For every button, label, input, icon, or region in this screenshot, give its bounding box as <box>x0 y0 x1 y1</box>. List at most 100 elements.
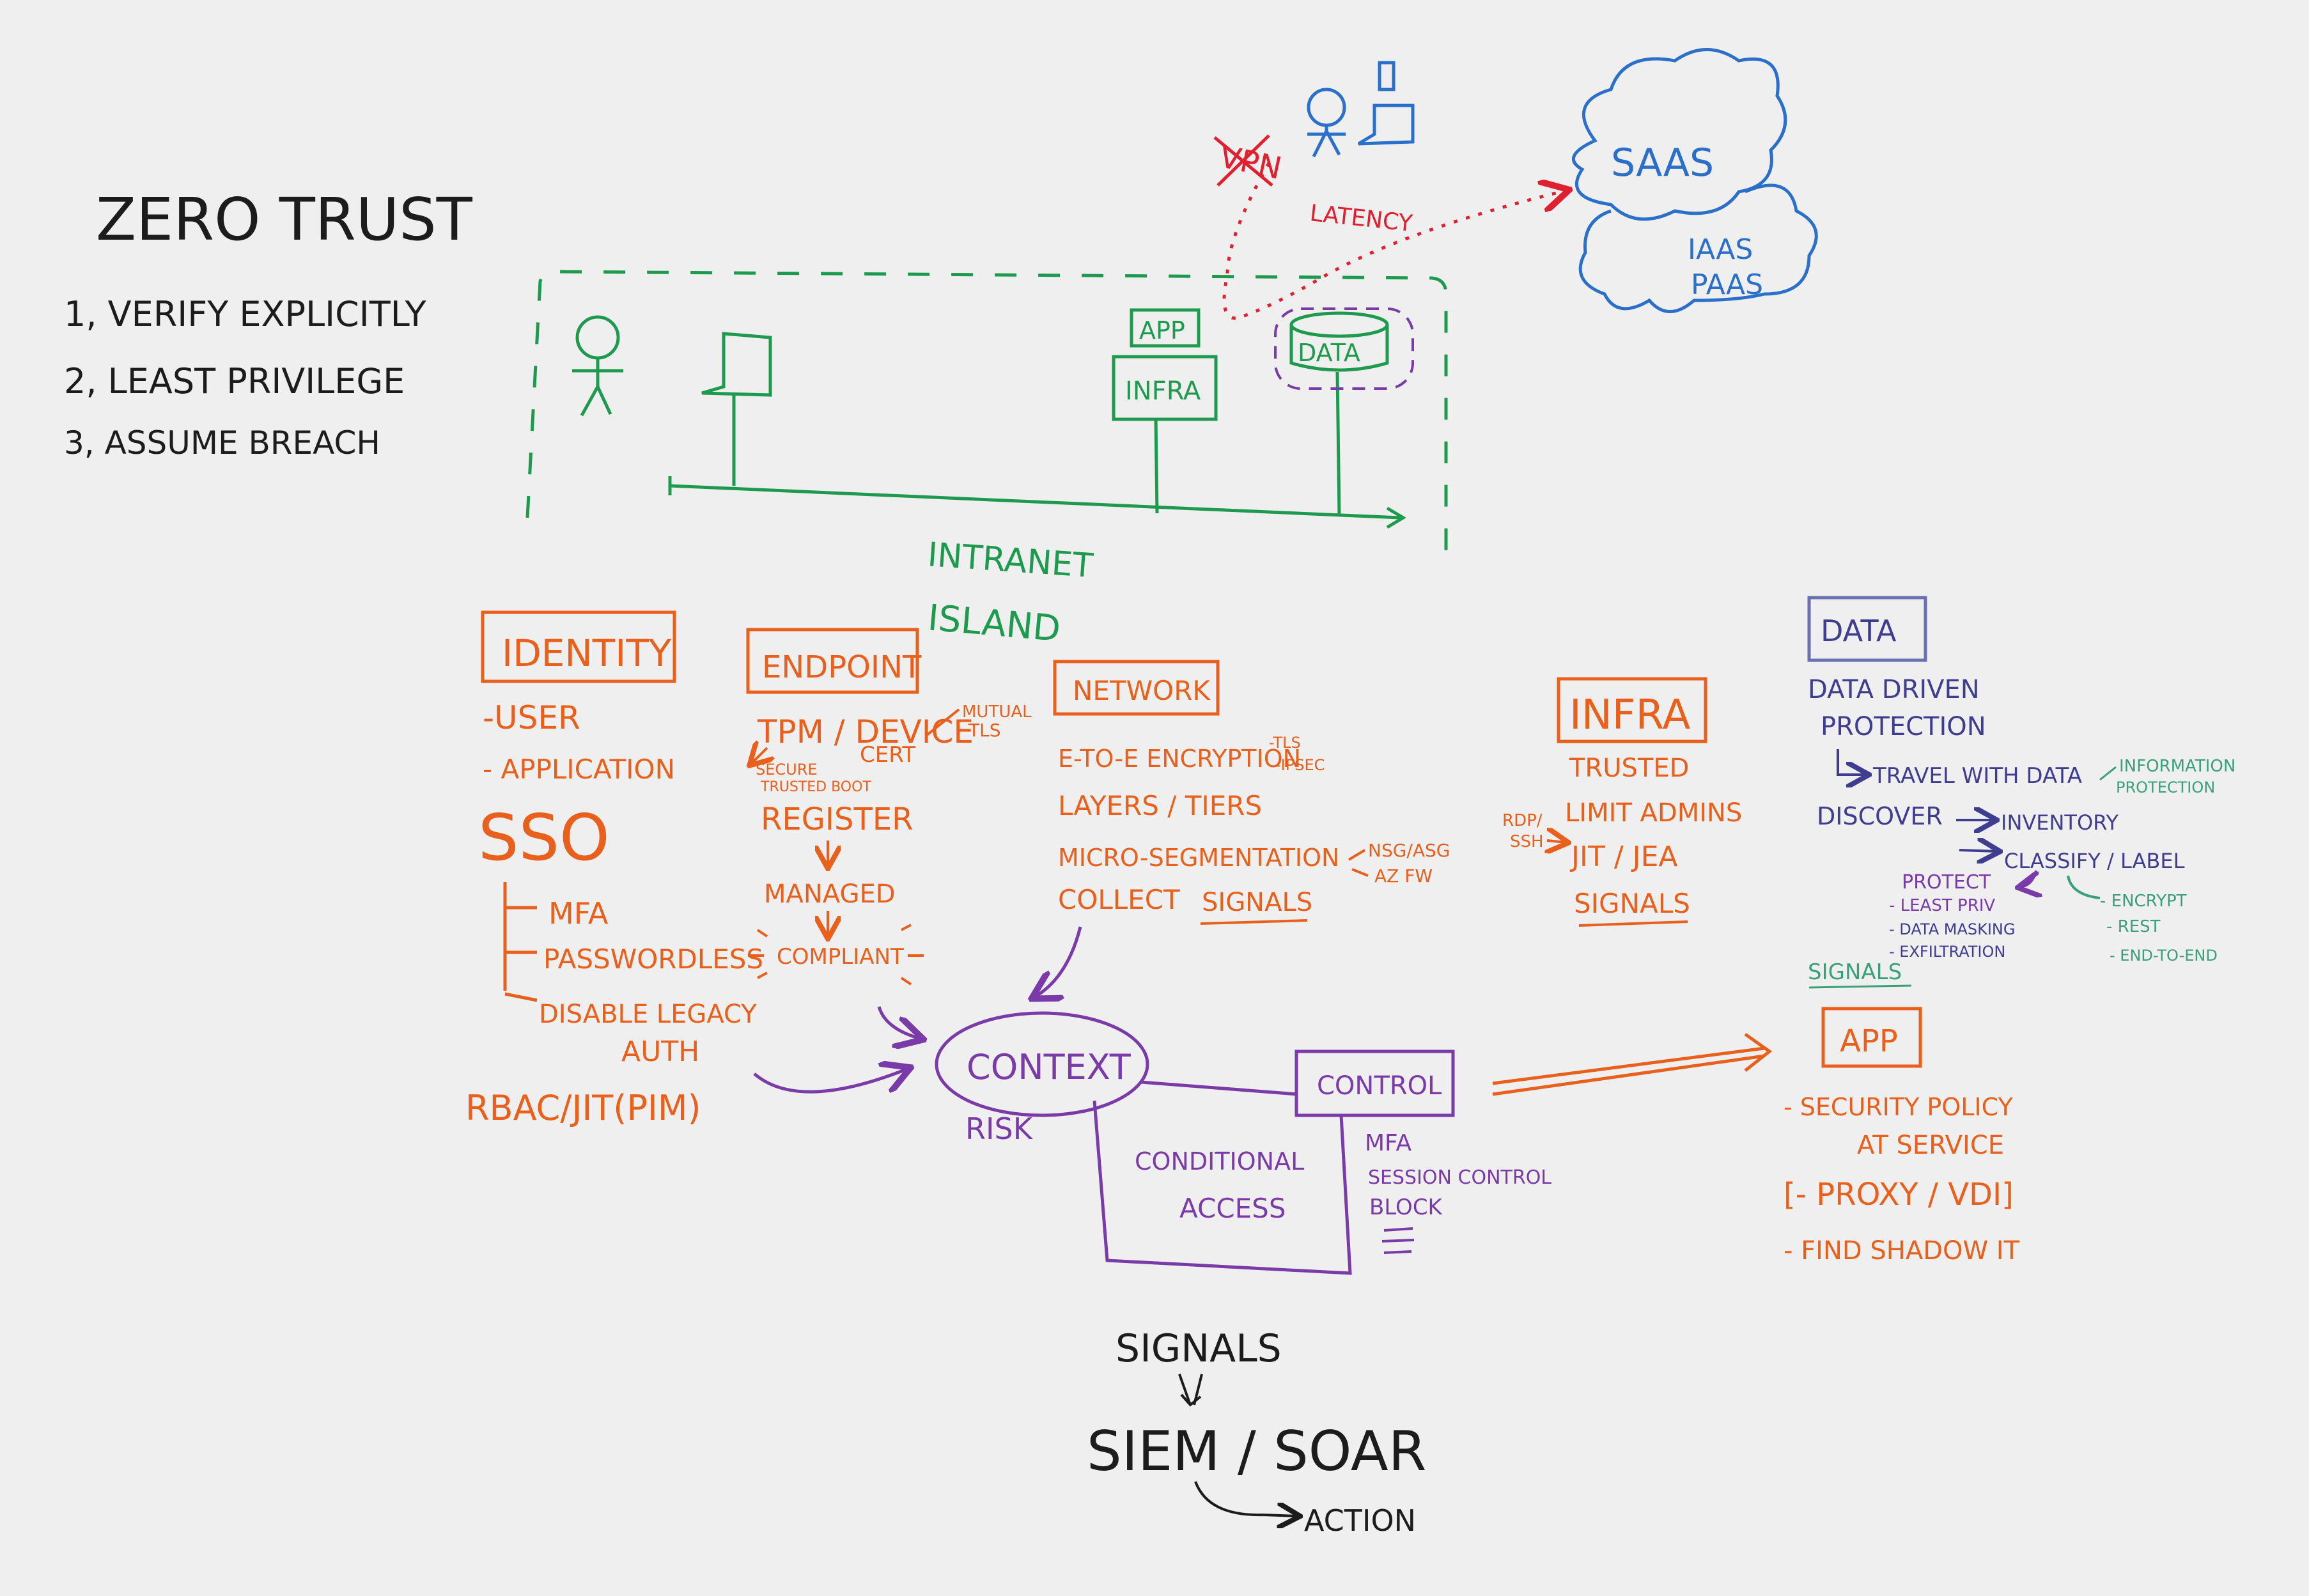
infra-section: INFRA TRUSTED LIMIT ADMINS RDP/ SSH JIT … <box>1502 677 1742 927</box>
principle-2: 2, LEAST PRIVILEGE <box>64 361 405 401</box>
identity-disable-legacy: DISABLE LEGACY <box>539 1000 757 1029</box>
data-signals: SIGNALS <box>1808 959 1902 985</box>
control-block: BLOCK <box>1369 1195 1443 1220</box>
island-boundary <box>525 270 1448 562</box>
app-section-box <box>1821 1007 1922 1068</box>
infra-ssh: SSH <box>1510 832 1544 851</box>
data-information: INFORMATION <box>2119 757 2235 776</box>
control-to-app-arrow <box>1492 1032 1773 1096</box>
data-rest: - REST <box>2106 917 2161 936</box>
data-store-label: DATA <box>1298 339 1360 367</box>
app-label: APP <box>1139 316 1185 345</box>
identity-application: - APPLICATION <box>483 754 675 785</box>
endpoint-managed: MANAGED <box>764 879 896 909</box>
data-masking: - DATA MASKING <box>1889 920 2015 938</box>
control-session: SESSION CONTROL <box>1368 1166 1551 1189</box>
app-proxy: [- PROXY / VDI] <box>1784 1177 2014 1212</box>
network-collect: COLLECT <box>1058 884 1180 915</box>
infra-server-box <box>1112 355 1218 421</box>
control-label: CONTROL <box>1317 1071 1442 1101</box>
data-travel: TRAVEL WITH DATA <box>1872 763 2082 789</box>
endpoint-section: ENDPOINT TPM / DEVICE CERT MUTUAL TLS SE… <box>746 628 1032 1039</box>
endpoint-mutual: MUTUAL <box>962 702 1032 722</box>
principle-3: 3, ASSUME BREACH <box>64 424 380 461</box>
endpoint-cert: CERT <box>860 742 915 768</box>
block-lines <box>1381 1227 1415 1254</box>
identity-auth: AUTH <box>621 1035 699 1068</box>
context-label: CONTEXT <box>967 1047 1131 1087</box>
intranet-label: INTRANET <box>926 536 1094 585</box>
data-classify: CLASSIFY / LABEL <box>2004 849 2185 873</box>
risk-label: RISK <box>965 1112 1034 1146</box>
remote-user-icon <box>1307 88 1346 158</box>
paas-label: PAAS <box>1691 268 1763 301</box>
identity-sso: SSO <box>478 800 610 875</box>
latency-label: LATENCY <box>1309 200 1414 237</box>
core-section: CONTEXT RISK CONTROL CONDITIONAL ACCESS … <box>753 1011 1773 1275</box>
intranet-bus <box>668 371 1406 529</box>
control-box <box>1294 1050 1455 1117</box>
title-block: ZERO TRUST 1, VERIFY EXPLICITLY 2, LEAST… <box>64 185 473 461</box>
sso-tree <box>503 882 538 1002</box>
data-protection: PROTECTION <box>1821 712 1986 741</box>
data-heading: DATA <box>1821 614 1897 648</box>
user-person-icon <box>572 315 623 417</box>
remote-laptop-icon <box>1357 61 1415 146</box>
iaas-label: IAAS <box>1688 233 1753 266</box>
network-tls: -TLS <box>1269 734 1301 752</box>
app-shadow: - FIND SHADOW IT <box>1784 1236 2020 1266</box>
iaas-paas-cloud: IAAS PAAS <box>1578 183 1818 313</box>
network-layers: LAYERS / TIERS <box>1058 790 1262 821</box>
app-at-service: AT SERVICE <box>1857 1131 2004 1160</box>
identity-rbac: RBAC/JIT(PIM) <box>465 1088 701 1128</box>
laptop-icon <box>701 332 772 486</box>
endpoint-secure: SECURE <box>756 761 818 779</box>
double-down-arrow <box>1178 1374 1203 1407</box>
saas-label: SAAS <box>1611 141 1714 185</box>
network-e2e: E-TO-E ENCRYPTION <box>1058 745 1301 773</box>
endpoint-box <box>746 628 919 694</box>
network-nsg: NSG/ASG <box>1368 840 1450 861</box>
data-inventory: INVENTORY <box>2001 810 2119 835</box>
bottom-action: ACTION <box>1304 1503 1416 1538</box>
endpoint-to-context-arrow <box>877 1006 921 1039</box>
app-security-policy: - SECURITY POLICY <box>1784 1093 2013 1121</box>
identity-mfa: MFA <box>548 896 609 931</box>
data-exfiltration: - EXFILTRATION <box>1889 943 2005 961</box>
identity-passwordless: PASSWORDLESS <box>543 943 763 975</box>
conditional-access-box <box>1092 1100 1352 1275</box>
identity-heading: IDENTITY <box>502 631 672 675</box>
endpoint-heading: ENDPOINT <box>762 649 922 685</box>
infra-box <box>1557 677 1707 743</box>
data-protection-small: PROTECTION <box>2116 779 2215 796</box>
identity-user: -USER <box>483 699 580 736</box>
infra-signals: SIGNALS <box>1574 888 1690 919</box>
data-least-priv: - LEAST PRIV <box>1889 896 1995 915</box>
network-signals: SIGNALS <box>1202 888 1312 917</box>
data-box <box>1807 596 1927 662</box>
identity-box <box>481 610 676 683</box>
endpoint-register: REGISTER <box>761 802 913 837</box>
infra-trusted: TRUSTED <box>1569 754 1689 783</box>
app-box <box>1130 308 1201 348</box>
data-discover: DISCOVER <box>1817 802 1943 830</box>
title: ZERO TRUST <box>96 185 473 254</box>
context-ellipse <box>935 1011 1149 1117</box>
network-azfw: AZ FW <box>1374 865 1433 887</box>
compliant-sparkles <box>748 924 924 986</box>
data-encrypt: - ENCRYPT <box>2100 892 2187 911</box>
conditional-label: CONDITIONAL <box>1135 1147 1304 1175</box>
bottom-signals: SIGNALS <box>1116 1326 1282 1371</box>
infra-rdp: RDP/ <box>1502 811 1543 830</box>
data-endtoend: - END-TO-END <box>2110 947 2218 965</box>
network-diagram: APP INFRA DATA INTRANET ISLAND VPN <box>525 48 1818 650</box>
app-heading: APP <box>1840 1023 1898 1059</box>
network-to-context-arrow <box>1034 926 1082 997</box>
network-ipsec: -IPSEC <box>1275 756 1325 774</box>
siem-section: SIGNALS SIEM / SOAR ACTION <box>1087 1326 1427 1538</box>
identity-to-context-arrow <box>753 1069 908 1094</box>
endpoint-tpm: TPM / DEVICE <box>757 713 974 750</box>
latency-path <box>1222 162 1566 320</box>
app-section: APP - SECURITY POLICY AT SERVICE [- PROX… <box>1784 1007 2020 1266</box>
